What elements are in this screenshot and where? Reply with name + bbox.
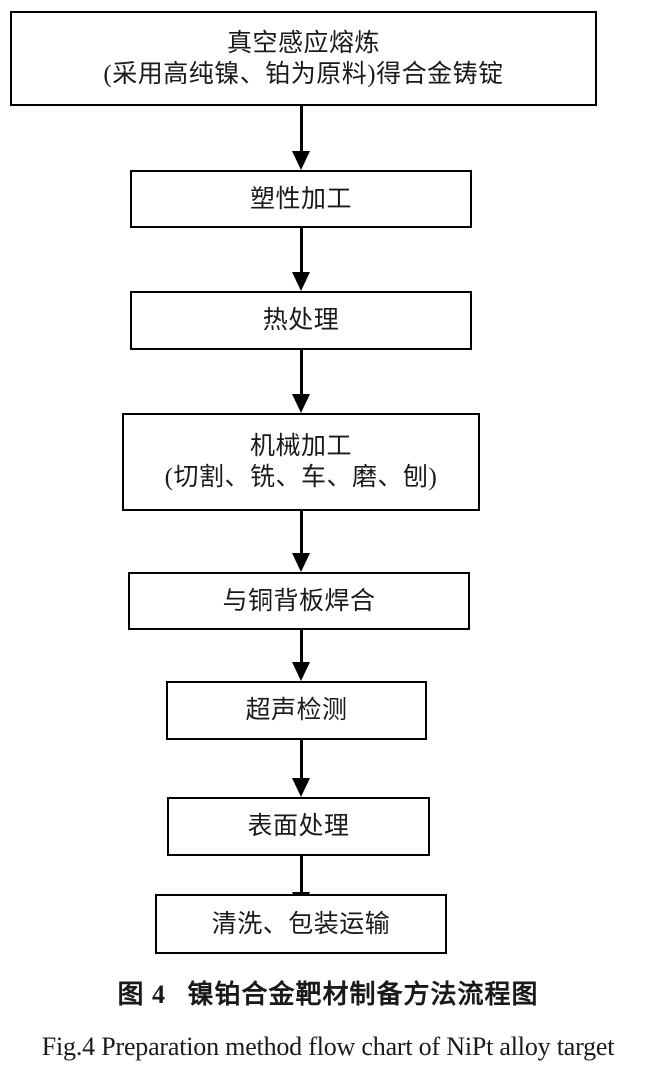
arrow-shaft — [299, 856, 303, 894]
flow-arrow-1 — [292, 106, 310, 170]
flow-node-line: 表面处理 — [247, 813, 350, 840]
flow-node-machining: 机械加工 (切割、铣、车、磨、刨) — [122, 413, 480, 511]
figure-caption-english: Fig.4 Preparation method flow chart of N… — [41, 1032, 615, 1061]
figure-number: 图 4 — [117, 980, 166, 1009]
flow-node-line: 与铜背板焊合 — [222, 587, 376, 615]
flow-node-surface-treatment: 表面处理 — [167, 797, 430, 856]
arrow-shaft — [299, 740, 303, 780]
arrow-head-icon — [292, 553, 310, 572]
arrow-shaft — [299, 511, 303, 553]
flow-node-heat-treatment: 热处理 — [130, 291, 472, 350]
flow-node-line: 真空感应熔炼 — [226, 29, 380, 57]
arrow-shaft — [299, 630, 303, 666]
flow-node-line: (切割、铣、车、磨、刨) — [164, 464, 438, 491]
flow-arrow-2 — [292, 228, 310, 291]
arrow-head-icon — [292, 272, 310, 291]
flow-node-line: 超声检测 — [245, 697, 348, 724]
flow-node-line: 塑性加工 — [249, 185, 352, 213]
flow-node-line: (采用高纯镍、铂为原料)得合金铸锭 — [103, 60, 504, 88]
figure-title-chinese: 镍铂合金靶材制备方法流程图 — [187, 980, 539, 1009]
flow-node-weld-to-copper-backing-plate: 与铜背板焊合 — [128, 572, 470, 630]
flow-node-vacuum-induction-melting: 真空感应熔炼 (采用高纯镍、铂为原料)得合金铸锭 — [10, 11, 597, 106]
figure-caption-chinese: 图 4 镍铂合金靶材制备方法流程图 — [0, 974, 656, 1011]
arrow-shaft — [299, 228, 303, 272]
arrow-head-icon — [292, 662, 310, 681]
flow-node-line: 机械加工 — [249, 433, 352, 460]
arrow-shaft — [299, 350, 303, 394]
flow-arrow-6 — [292, 740, 310, 797]
flow-node-line: 热处理 — [262, 307, 340, 334]
arrow-shaft — [299, 106, 303, 151]
arrow-head-icon — [292, 394, 310, 413]
arrow-head-icon — [292, 151, 310, 170]
flow-arrow-3 — [292, 350, 310, 413]
flow-arrow-4 — [292, 511, 310, 572]
flow-node-cleaning-packaging-transport: 清洗、包装运输 — [155, 894, 447, 954]
flow-node-plastic-working: 塑性加工 — [130, 170, 472, 228]
flow-node-ultrasonic-testing: 超声检测 — [166, 681, 427, 740]
flow-arrow-5 — [292, 630, 310, 681]
flow-node-line: 清洗、包装运输 — [211, 910, 391, 938]
arrow-head-icon — [292, 778, 310, 797]
